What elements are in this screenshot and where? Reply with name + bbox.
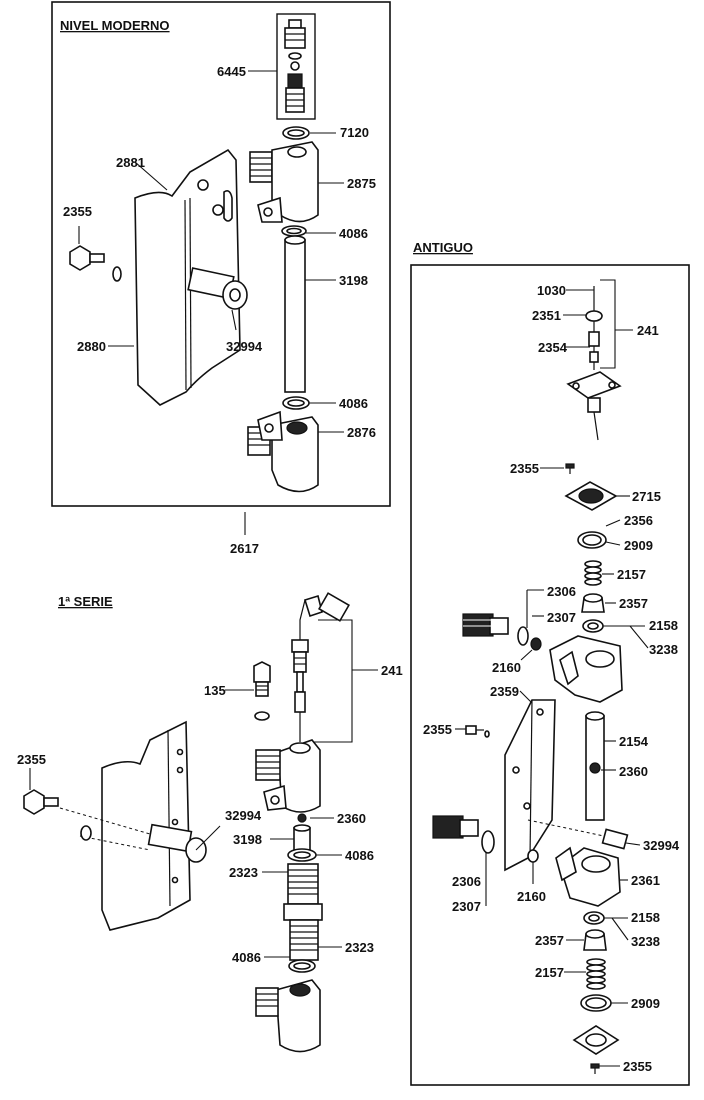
- label-2356: 2356: [624, 513, 653, 528]
- label-3238-antiguo-top: 3238: [649, 642, 678, 657]
- label-135: 135: [204, 683, 226, 698]
- label-2357-antiguo-bottom: 2357: [535, 933, 564, 948]
- label-2355-antiguo-bottom: 2355: [623, 1059, 652, 1074]
- label-2354: 2354: [538, 340, 568, 355]
- serie-section: 1ª SERIE 241 135 23: [17, 592, 403, 1053]
- label-2360-serie: 2360: [337, 811, 366, 826]
- moderno-section: NIVEL MODERNO 6445 7120 2875: [51, 1, 391, 556]
- label-2157-antiguo-bottom: 2157: [535, 965, 564, 980]
- label-2909-antiguo-bottom: 2909: [631, 996, 660, 1011]
- label-2875: 2875: [347, 176, 376, 191]
- label-2355-serie: 2355: [17, 752, 46, 767]
- label-2306-antiguo-top: 2306: [547, 584, 576, 599]
- label-2357-antiguo-top: 2357: [619, 596, 648, 611]
- label-4086-serie-top: 4086: [345, 848, 374, 863]
- label-2158-antiguo-top: 2158: [649, 618, 678, 633]
- label-3238-antiguo-bottom: 3238: [631, 934, 660, 949]
- label-2323-serie-bottom: 2323: [345, 940, 374, 955]
- label-2360-antiguo: 2360: [619, 764, 648, 779]
- label-2160-antiguo-bottom: 2160: [517, 889, 546, 904]
- label-7120: 7120: [340, 125, 369, 140]
- antiguo-section: ANTIGUO 1030 2351 2354 241 2355 2715: [410, 240, 690, 1086]
- label-3198-serie: 3198: [233, 832, 262, 847]
- label-2355-moderno: 2355: [63, 204, 92, 219]
- section-title-serie: 1ª SERIE: [58, 594, 113, 609]
- label-2306-antiguo-bottom: 2306: [452, 874, 481, 889]
- label-2351: 2351: [532, 308, 561, 323]
- spring-2157-top: [584, 560, 602, 586]
- label-2154: 2154: [619, 734, 649, 749]
- label-2355-antiguo-side: 2355: [423, 722, 452, 737]
- label-32994-antiguo: 32994: [643, 838, 680, 853]
- label-2359: 2359: [490, 684, 519, 699]
- label-4086-serie-bottom: 4086: [232, 950, 261, 965]
- spring-2157-bottom: [586, 958, 606, 990]
- label-32994-moderno: 32994: [226, 339, 263, 354]
- label-32994-serie: 32994: [225, 808, 262, 823]
- label-1030: 1030: [537, 283, 566, 298]
- label-241-antiguo: 241: [637, 323, 659, 338]
- label-2880: 2880: [77, 339, 106, 354]
- section-title-antiguo: ANTIGUO: [413, 240, 473, 255]
- label-4086-top: 4086: [339, 226, 368, 241]
- label-2909-antiguo-top: 2909: [624, 538, 653, 553]
- label-4086-bottom: 4086: [339, 396, 368, 411]
- label-2361: 2361: [631, 873, 660, 888]
- label-2881: 2881: [116, 155, 145, 170]
- label-2307-antiguo-top: 2307: [547, 610, 576, 625]
- section-title-moderno: NIVEL MODERNO: [60, 18, 170, 33]
- label-2617: 2617: [230, 541, 259, 556]
- label-3198: 3198: [339, 273, 368, 288]
- label-2160-antiguo-top: 2160: [492, 660, 521, 675]
- label-2876: 2876: [347, 425, 376, 440]
- label-6445: 6445: [217, 64, 246, 79]
- label-2323-serie-top: 2323: [229, 865, 258, 880]
- label-2715: 2715: [632, 489, 661, 504]
- label-2157-antiguo-top: 2157: [617, 567, 646, 582]
- label-2158-antiguo-bottom: 2158: [631, 910, 660, 925]
- label-2307-antiguo-bottom: 2307: [452, 899, 481, 914]
- label-241-serie: 241: [381, 663, 403, 678]
- label-2355-antiguo-top: 2355: [510, 461, 539, 476]
